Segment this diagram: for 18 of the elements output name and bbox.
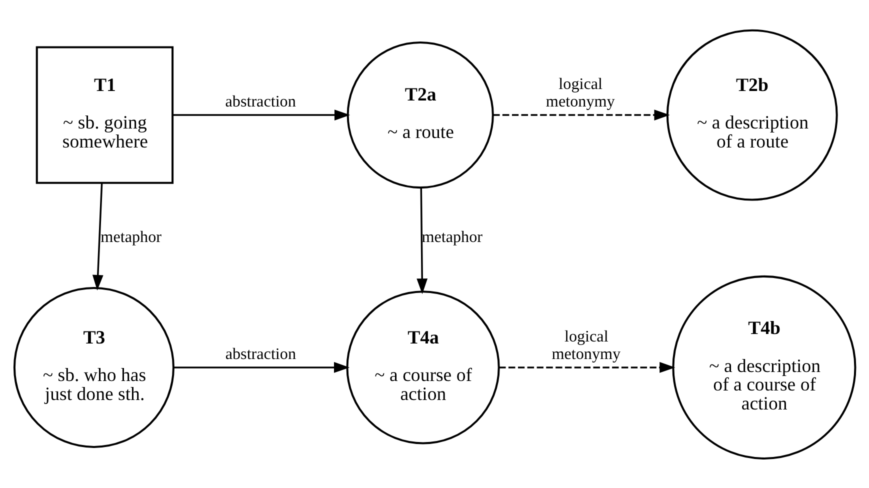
edge-label: metaphor	[421, 228, 482, 246]
node-circle: T2a ~ a route	[346, 41, 494, 188]
edge-label: logical metonymy	[545, 75, 614, 110]
node-circle: T4a ~ a course of action	[346, 290, 500, 444]
edge-label: logical metonymy	[551, 328, 620, 362]
node-circle: T3 ~ sb. who has just done sth.	[12, 286, 174, 448]
arrow	[492, 109, 670, 120]
edge-label: metaphor	[100, 228, 162, 246]
arrow	[92, 182, 103, 290]
node-circle: T2b ~ a description of a route	[666, 28, 838, 200]
node-box: T1 ~ sb. going somewhere	[35, 46, 174, 184]
edge-label: abstraction	[224, 92, 296, 110]
arrow	[173, 362, 350, 372]
arrow	[416, 187, 428, 294]
arrow	[498, 362, 675, 372]
node-circle: T4b ~ a description of a course of action	[672, 274, 856, 459]
edge-label: abstraction	[224, 345, 296, 362]
arrow	[172, 109, 350, 120]
